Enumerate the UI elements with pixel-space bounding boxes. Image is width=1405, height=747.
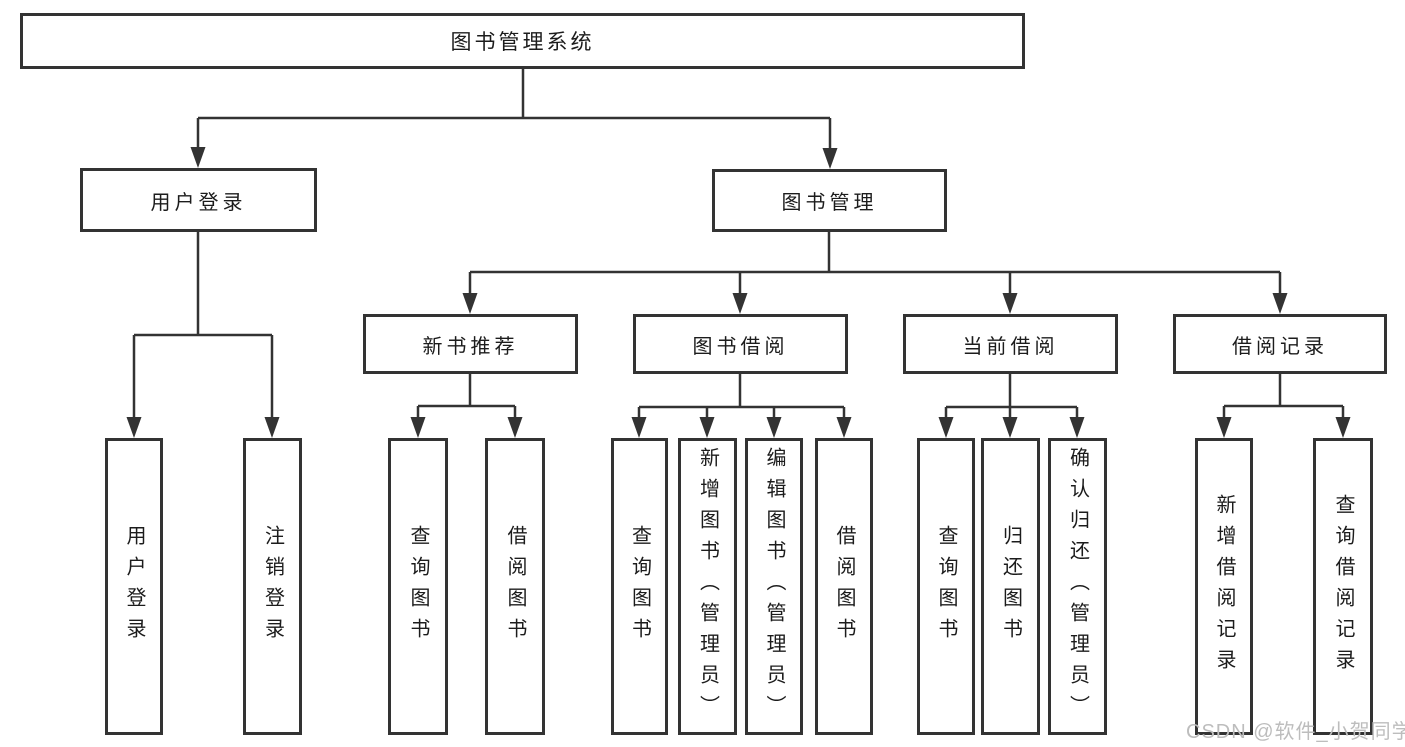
leaf-current-query: 查询图书 (917, 438, 975, 735)
node-current-borrow: 当前借阅 (903, 314, 1118, 374)
node-current-borrow-label: 当前借阅 (962, 335, 1059, 358)
leaf-newbook-borrow-label: 借阅图书 (504, 524, 526, 649)
leaf-current-confirm-admin: 确认归还（管理员） (1048, 438, 1107, 735)
connector-root (196, 69, 832, 151)
node-borrow-record: 借阅记录 (1173, 314, 1387, 374)
leaf-borrow-book: 借阅图书 (815, 438, 873, 735)
leaf-borrow-add-admin: 新增图书（管理员） (678, 438, 737, 735)
leaf-current-return: 归还图书 (981, 438, 1040, 735)
node-user-login-label: 用户登录 (150, 191, 247, 214)
leaf-record-query-label: 查询借阅记录 (1332, 493, 1354, 680)
connector-new-book (416, 374, 517, 420)
node-book-borrow-label: 图书借阅 (692, 335, 789, 358)
node-book-borrow: 图书借阅 (633, 314, 848, 374)
leaf-borrow-add-admin-label: 新增图书（管理员） (696, 447, 719, 726)
node-root-label: 图书管理系统 (450, 31, 595, 54)
leaf-current-confirm-admin-label: 确认归还（管理员） (1066, 447, 1089, 726)
node-new-book-recommend: 新书推荐 (363, 314, 578, 374)
node-book-mgmt: 图书管理 (712, 169, 947, 232)
node-book-mgmt-label: 图书管理 (781, 192, 878, 214)
leaf-borrow-query-label: 查询图书 (628, 524, 651, 649)
connector-user-login (132, 232, 274, 420)
leaf-user-login-label: 用户登录 (123, 524, 145, 649)
node-new-book-recommend-label: 新书推荐 (422, 335, 519, 358)
leaf-newbook-query: 查询图书 (388, 438, 448, 735)
leaf-user-login: 用户登录 (105, 438, 163, 735)
connector-current-borrow (944, 374, 1079, 420)
connector-book-borrow (637, 374, 846, 420)
leaf-borrow-book-label: 借阅图书 (833, 524, 855, 649)
leaf-borrow-query: 查询图书 (611, 438, 668, 735)
watermark: CSDN @软件_小贺同学 (1186, 721, 1405, 743)
node-root: 图书管理系统 (20, 13, 1025, 69)
leaf-record-query: 查询借阅记录 (1313, 438, 1373, 735)
leaf-borrow-edit-admin: 编辑图书（管理员） (745, 438, 803, 735)
connector-borrow-record (1222, 374, 1345, 420)
node-user-login: 用户登录 (80, 168, 317, 232)
leaf-logout-label: 注销登录 (261, 524, 284, 649)
leaf-current-return-label: 归还图书 (999, 524, 1022, 649)
leaf-newbook-borrow: 借阅图书 (485, 438, 545, 735)
leaf-current-query-label: 查询图书 (935, 524, 957, 649)
leaf-record-add-label: 新增借阅记录 (1213, 493, 1235, 680)
leaf-borrow-edit-admin-label: 编辑图书（管理员） (763, 447, 785, 726)
leaf-logout: 注销登录 (243, 438, 302, 735)
leaf-record-add: 新增借阅记录 (1195, 438, 1253, 735)
leaf-newbook-query-label: 查询图书 (407, 524, 429, 649)
connector-book-mgmt (468, 232, 1282, 296)
node-borrow-record-label: 借阅记录 (1232, 335, 1328, 358)
